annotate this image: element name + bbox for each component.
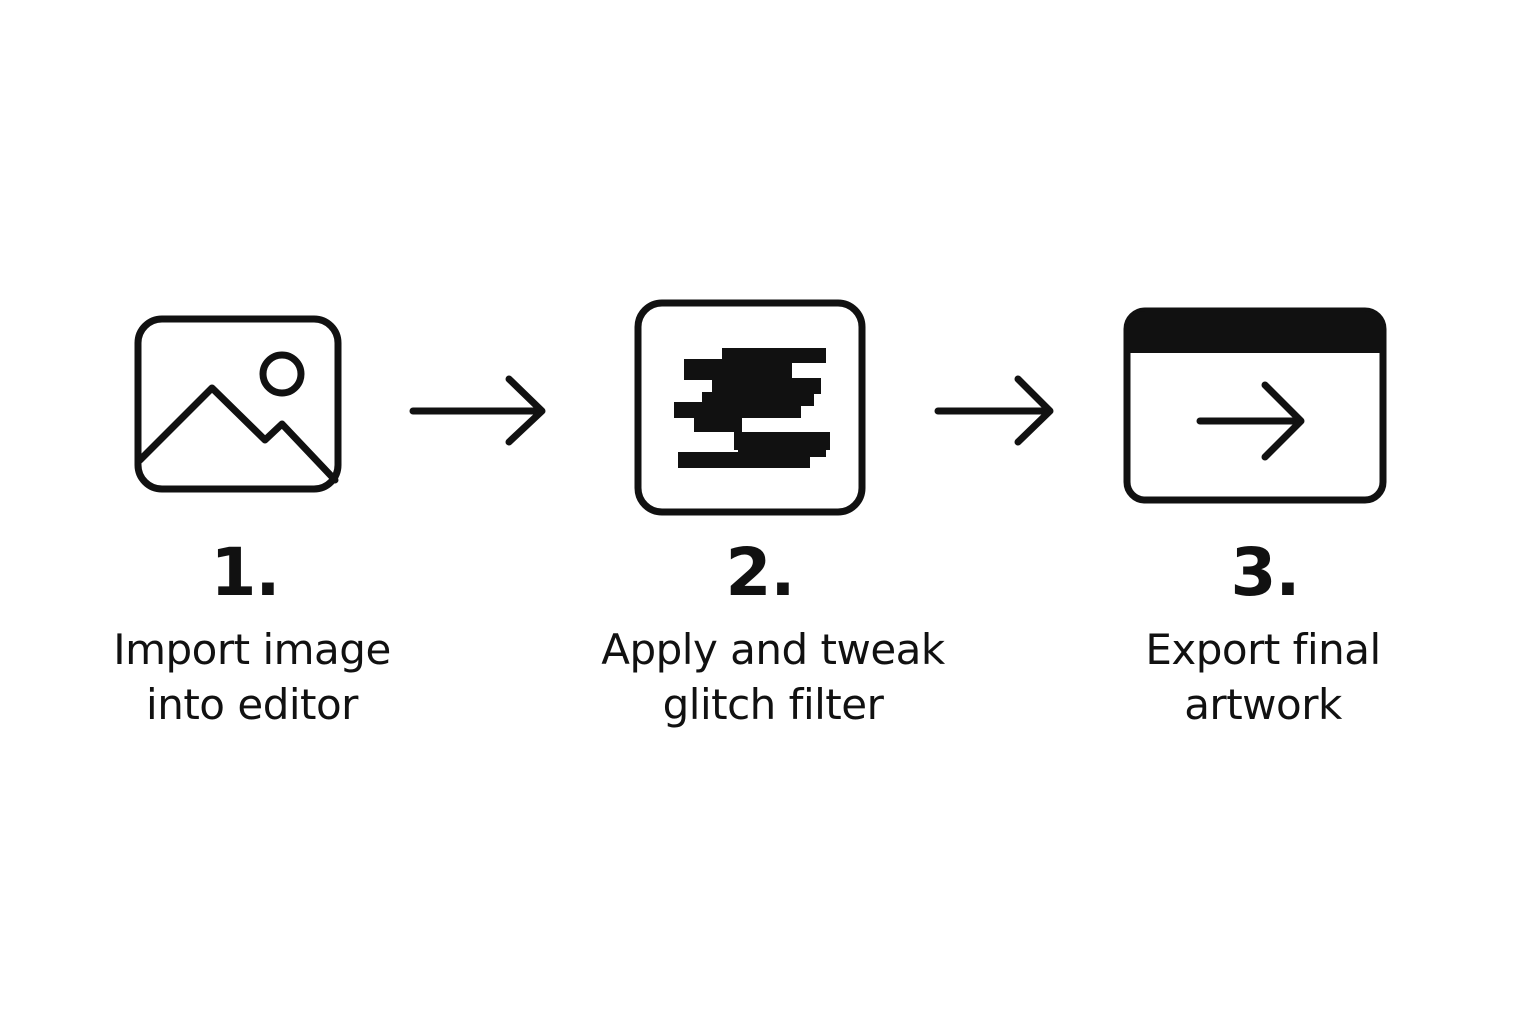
- step-3-number: 3.: [1230, 534, 1301, 611]
- step-2-label-line-1: Apply and tweak: [601, 625, 945, 674]
- export-window-icon: [1123, 307, 1387, 504]
- sun-circle: [259, 351, 305, 397]
- step-1-label-line-1: Import image: [113, 625, 391, 674]
- arrow-right-icon: [409, 375, 546, 446]
- mountain-line: [136, 384, 339, 484]
- window-title-bar: [1127, 311, 1383, 353]
- step-1-label-line-2: into editor: [146, 680, 358, 729]
- glitch-bars: [674, 348, 830, 468]
- step-3-label: Export final artwork: [1053, 622, 1473, 732]
- step-1-label: Import image into editor: [42, 622, 462, 732]
- arrow-right-icon: [934, 375, 1054, 446]
- step-1-number: 1.: [210, 534, 281, 611]
- image-icon: [134, 315, 342, 493]
- step-2-label: Apply and tweak glitch filter: [563, 622, 983, 732]
- image-frame: [134, 315, 342, 493]
- step-3-label-line-2: artwork: [1184, 680, 1342, 729]
- step-2-label-line-2: glitch filter: [662, 680, 884, 729]
- glitch-filter-icon: [634, 299, 866, 516]
- step-2-number: 2.: [725, 534, 796, 611]
- step-3-label-line-1: Export final: [1145, 625, 1381, 674]
- filter-frame: [634, 299, 866, 516]
